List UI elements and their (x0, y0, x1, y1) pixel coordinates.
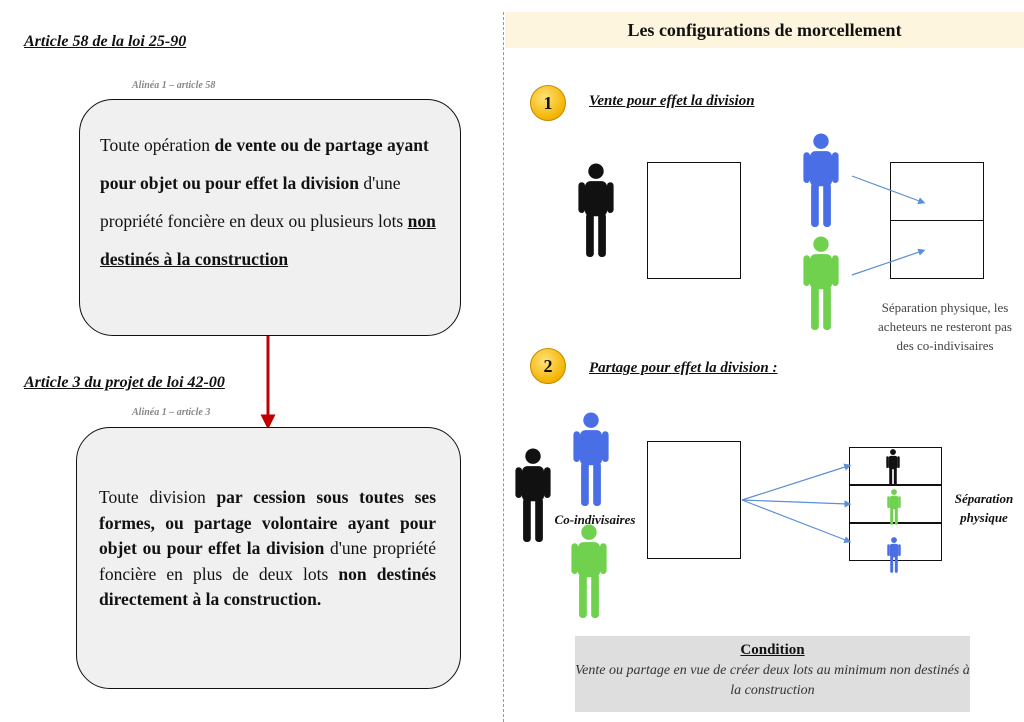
article-58-text: Toute opération de vente ou de partage a… (100, 135, 436, 269)
article-3-heading: Article 3 du projet de loi 42-00 (24, 374, 225, 391)
alinea-58-label: Alinéa 1 – article 58 (132, 80, 216, 91)
configurations-title: Les configurations de morcellement (505, 12, 1024, 48)
separation-label: Séparation physique (954, 491, 1014, 525)
parcel-undivided-1 (647, 162, 741, 279)
section-2-title: Partage pour effet la division : (589, 360, 778, 376)
article-58-box: Toute opération de vente ou de partage a… (79, 99, 461, 336)
lot-person-black-icon (886, 449, 900, 485)
section-1-number: 1 (530, 85, 566, 121)
parcel-split-line (850, 484, 941, 486)
arrow-buyer-blue (851, 175, 926, 205)
person-coowner-green-icon (571, 524, 607, 618)
section-1-caption: Séparation physique, les acheteurs ne re… (878, 300, 1012, 353)
person-coowner-black-icon (515, 448, 551, 542)
parcel-divided-1 (890, 162, 984, 279)
parcel-split-line (891, 220, 983, 221)
article-3-box: Toute division par cession sous toutes s… (76, 427, 461, 689)
person-owner-icon (578, 163, 614, 257)
arrow-buyer-green (851, 248, 926, 276)
section-1-title: Vente pour effet la division (589, 93, 755, 109)
condition-box: Condition Vente ou partage en vue de cré… (575, 636, 970, 712)
condition-title: Condition (740, 642, 805, 658)
column-divider (503, 12, 504, 722)
person-buyer-green-icon (803, 236, 839, 330)
person-buyer-blue-icon (803, 133, 839, 227)
arrow-lot-3 (741, 499, 852, 544)
person-coowner-blue-icon (573, 412, 609, 506)
alinea-3-label: Alinéa 1 – article 3 (132, 407, 211, 418)
section-2-number: 2 (530, 348, 566, 384)
parcel-undivided-2 (647, 441, 741, 559)
arrow-lot-2 (741, 499, 852, 508)
arrow-lot-1 (741, 463, 852, 501)
article-58-heading: Article 58 de la loi 25-90 (24, 33, 187, 50)
coindivisaires-label: Co-indivisaires (544, 510, 646, 529)
condition-text: Vente ou partage en vue de créer deux lo… (575, 663, 970, 698)
article-3-text: Toute division par cession sous toutes s… (99, 487, 437, 609)
lot-person-green-icon (887, 489, 901, 525)
lot-person-blue-icon (887, 537, 901, 573)
